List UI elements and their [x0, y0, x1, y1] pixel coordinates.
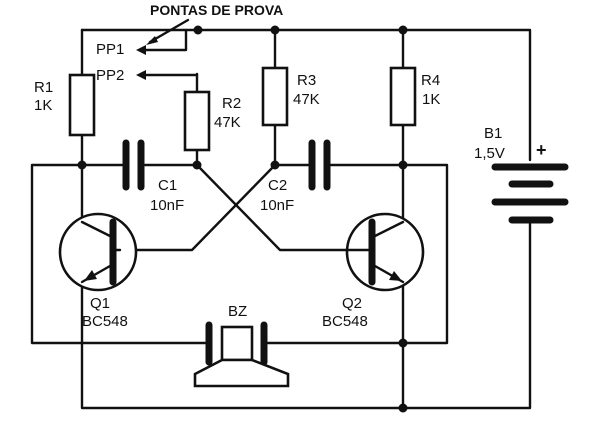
resistor-r4-value: 1K [422, 91, 440, 108]
probe-title: PONTAS DE PROVA [150, 2, 283, 18]
junction-dot [270, 25, 280, 35]
resistor-r2: R2 47K [183, 90, 241, 152]
probe-pp2-arrowhead [136, 70, 146, 80]
transistor-q1-model: BC548 [82, 313, 128, 330]
probe-pp2-label: PP2 [96, 67, 124, 84]
transistor-q2-emitter-arrow [389, 271, 402, 281]
capacitor-c2-value: 10nF [260, 197, 294, 214]
transistor-q2-name: Q2 [342, 295, 362, 312]
resistor-r1-name: R1 [34, 79, 53, 96]
transistor-q1-emitter-arrow [84, 270, 97, 281]
transistor-q2-collector [373, 220, 405, 238]
capacitor-c2: C2 10nF [260, 139, 331, 214]
transistor-q1-collector [80, 220, 112, 238]
resistor-r2-body [183, 90, 211, 152]
junction-dot [193, 25, 203, 35]
junction-dot [398, 338, 408, 348]
buzzer: BZ [193, 303, 290, 388]
resistor-r1-body [68, 73, 96, 137]
resistor-r3: R3 47K [261, 66, 320, 127]
resistor-r4: R4 1K [389, 66, 440, 127]
buzzer-body [220, 325, 254, 362]
capacitor-c1-name: C1 [158, 177, 177, 194]
probe-pp1-arrowhead [136, 45, 146, 55]
junction-dot [398, 403, 408, 413]
resistor-r4-name: R4 [421, 72, 440, 89]
resistor-r4-body [389, 66, 417, 127]
junction-dot [398, 160, 408, 170]
resistor-r1: R1 1K [34, 73, 96, 137]
probe-title-arrow [148, 18, 190, 44]
transistor-q1: Q1 BC548 [58, 212, 138, 330]
capacitor-c1: C1 10nF [122, 139, 184, 214]
resistor-r2-name: R2 [222, 95, 241, 112]
transistor-q1-name: Q1 [90, 295, 110, 312]
junction-dot [77, 160, 87, 170]
resistor-r2-value: 47K [214, 114, 241, 131]
junction-dots [77, 25, 408, 413]
buzzer-horn [193, 358, 290, 388]
probe-pp1-lead [141, 28, 188, 52]
resistor-r3-body [261, 66, 289, 127]
transistor-q2-body [345, 212, 425, 292]
battery-name: B1 [484, 125, 502, 142]
capacitor-c2-name: C2 [268, 177, 287, 194]
junction-dot [270, 160, 280, 170]
resistor-r3-name: R3 [297, 72, 316, 89]
probe-pp1-label: PP1 [96, 41, 124, 58]
probe-points: PONTAS DE PROVA PP1 PP2 [96, 2, 283, 84]
probe-title-arrowhead [146, 36, 158, 45]
battery: B1 1,5V + [474, 125, 569, 224]
junction-dot [192, 160, 202, 170]
junction-dot [398, 25, 408, 35]
transistor-q1-body [58, 212, 138, 292]
capacitor-c1-value: 10nF [150, 197, 184, 214]
battery-voltage: 1,5V [474, 145, 505, 162]
transistor-q2-model: BC548 [322, 313, 368, 330]
buzzer-name: BZ [228, 303, 247, 320]
transistor-q2: Q2 BC548 [322, 212, 425, 330]
resistor-r3-value: 47K [293, 91, 320, 108]
resistor-r1-value: 1K [34, 97, 52, 114]
battery-polarity: + [536, 140, 547, 160]
